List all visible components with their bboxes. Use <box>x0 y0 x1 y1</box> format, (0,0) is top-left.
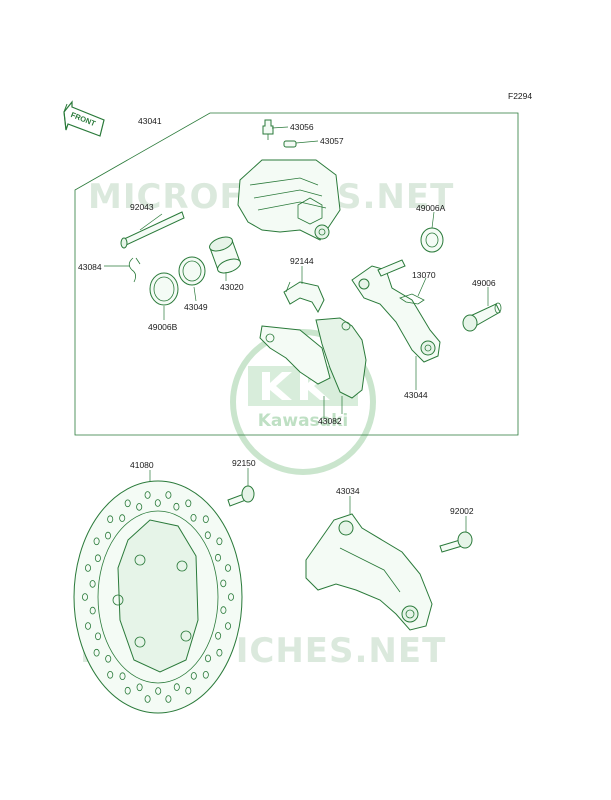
part-92150-bolt <box>227 485 255 507</box>
part-43020-piston <box>209 236 241 274</box>
disc-hole <box>85 564 92 572</box>
part-43044-bracket <box>351 259 441 363</box>
disc-hole <box>190 513 197 522</box>
disc-hole <box>185 686 192 695</box>
disc-hole <box>119 514 126 522</box>
label-49006A: 49006A <box>416 203 446 213</box>
part-41080-disc <box>73 480 243 714</box>
disc-hole <box>204 531 211 539</box>
disc-hole <box>85 622 92 630</box>
caliper-frame <box>74 112 519 436</box>
disc-hole <box>155 687 162 695</box>
disc-hole <box>165 491 172 499</box>
label-43056: 43056 <box>290 122 314 132</box>
disc-hole <box>224 622 231 630</box>
disc-hole <box>119 672 126 680</box>
label-92002: 92002 <box>450 506 474 516</box>
label-43084: 43084 <box>78 262 102 272</box>
disc-holes <box>82 491 234 703</box>
disc-hole <box>190 672 197 680</box>
disc-hole <box>89 580 96 588</box>
label-43044: 43044 <box>404 390 428 400</box>
part-49006-pin <box>462 302 502 332</box>
part-92144-spring <box>283 281 325 314</box>
disc-hole <box>136 683 143 692</box>
disc-hole <box>224 564 231 572</box>
part-43084-clip <box>128 257 141 283</box>
disc-hole <box>124 499 131 508</box>
part-49006B-seal <box>149 272 179 306</box>
label-41080: 41080 <box>130 460 154 470</box>
disc-hole <box>202 515 209 523</box>
disc-hole <box>220 579 227 588</box>
part-43082-pads <box>259 317 367 399</box>
disc-hole <box>215 631 222 640</box>
disc-hole <box>185 499 192 508</box>
part-labels: 43041 43056 43057 92043 43084 43020 4304… <box>78 116 496 516</box>
label-13070: 13070 <box>412 270 436 280</box>
disc-hole <box>144 491 151 499</box>
label-43034: 43034 <box>336 486 360 496</box>
disc-hole <box>95 632 102 641</box>
label-92150: 92150 <box>232 458 256 468</box>
disc-hole <box>154 499 161 507</box>
part-43034-holder <box>305 513 433 631</box>
disc-hole <box>173 502 180 511</box>
disc-hole <box>107 515 114 523</box>
part-13070-shim <box>399 293 425 305</box>
label-43057: 43057 <box>320 136 344 146</box>
label-49006: 49006 <box>472 278 496 288</box>
part-43057 <box>283 140 297 148</box>
part-92043-pin <box>120 211 185 249</box>
part-43041-caliper <box>237 159 341 241</box>
disc-hole <box>93 648 100 657</box>
disc-hole <box>93 537 100 546</box>
disc-hole <box>165 695 172 703</box>
logo-text: Kawasaki <box>258 411 349 431</box>
front-arrow-icon: FRONT <box>63 100 105 137</box>
disc-hole <box>105 654 112 663</box>
disc-hole <box>227 593 234 601</box>
label-43041: 43041 <box>138 116 162 126</box>
figure-code: F2294 <box>508 91 532 101</box>
disc-hole <box>94 554 101 562</box>
disc-hole <box>216 648 223 657</box>
disc-hole <box>89 606 96 615</box>
disc-hole <box>105 531 112 540</box>
part-43056 <box>262 119 274 140</box>
label-43049: 43049 <box>184 302 208 312</box>
disc-hole <box>124 686 131 695</box>
disc-hole <box>204 654 211 663</box>
disc-hole <box>144 695 151 703</box>
label-92144: 92144 <box>290 256 314 266</box>
label-92043: 92043 <box>130 202 154 212</box>
disc-hole <box>220 606 227 614</box>
label-43020: 43020 <box>220 282 244 292</box>
disc-hole <box>107 670 114 679</box>
part-43049-seal <box>178 256 206 286</box>
disc-hole <box>136 503 143 511</box>
disc-hole <box>214 553 221 562</box>
leader-lines <box>104 126 489 532</box>
disc-hole <box>82 593 89 601</box>
disc-hole <box>216 537 223 546</box>
disc-hole <box>202 670 209 679</box>
label-49006B: 49006B <box>148 322 178 332</box>
disc-hole <box>173 683 180 691</box>
part-92002-bolt <box>439 531 473 553</box>
label-43082: 43082 <box>318 416 342 426</box>
part-49006A-boot <box>420 227 444 253</box>
